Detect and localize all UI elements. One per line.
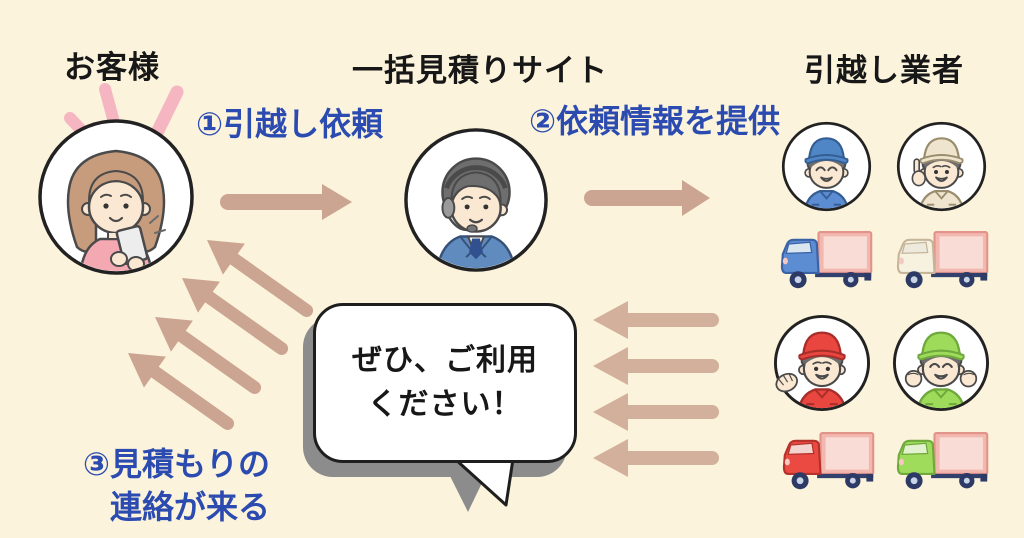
truck-red-icon: [782, 432, 875, 490]
arrow-up-left-icon: [128, 353, 235, 430]
mover-green-cap-icon: [892, 314, 990, 412]
bubble-line1: ぜひ、ご利用: [352, 343, 538, 378]
arrow-left-icon: [593, 439, 719, 477]
waving-hand: [775, 372, 798, 393]
step1-label: ①引越し依頼: [196, 105, 384, 143]
arrow-right-icon: [220, 184, 352, 220]
truck-green-icon: [896, 432, 989, 490]
step3-label: ③見積もりの 連絡が来る: [62, 443, 270, 529]
arrow-left-icon: [593, 393, 719, 431]
arrow-right-icon: [584, 180, 710, 216]
mover-red-cap-icon: [773, 314, 871, 412]
mover-beige-cap-icon: [896, 121, 987, 212]
truck-blue-icon: [780, 231, 873, 289]
pointing-hand: [911, 158, 926, 187]
cheering-fists: [904, 369, 978, 388]
step3-line2: 連絡が来る: [109, 488, 270, 526]
step2-label: ②依頼情報を提供: [529, 102, 781, 140]
site-heading: 一括見積りサイト: [352, 53, 608, 89]
woman-with-phone-icon: [38, 119, 194, 275]
step3-line1: ③見積もりの: [82, 445, 270, 483]
bubble-line2: ください！: [367, 387, 523, 422]
arrow-left-icon: [593, 347, 719, 385]
arrow-up-left-icon: [207, 240, 314, 317]
truck-white-icon: [896, 231, 989, 289]
speech-bubble: ぜひ、ご利用 ください！: [313, 303, 577, 463]
arrow-up-left-icon: [155, 317, 262, 394]
customer-heading: お客様: [64, 50, 160, 86]
call-center-agent-icon: [404, 128, 548, 272]
movers-heading: 引越し業者: [804, 53, 964, 89]
mover-blue-cap-icon: [781, 121, 872, 212]
arrow-up-left-icon: [182, 278, 289, 355]
arrow-left-icon: [593, 301, 719, 339]
